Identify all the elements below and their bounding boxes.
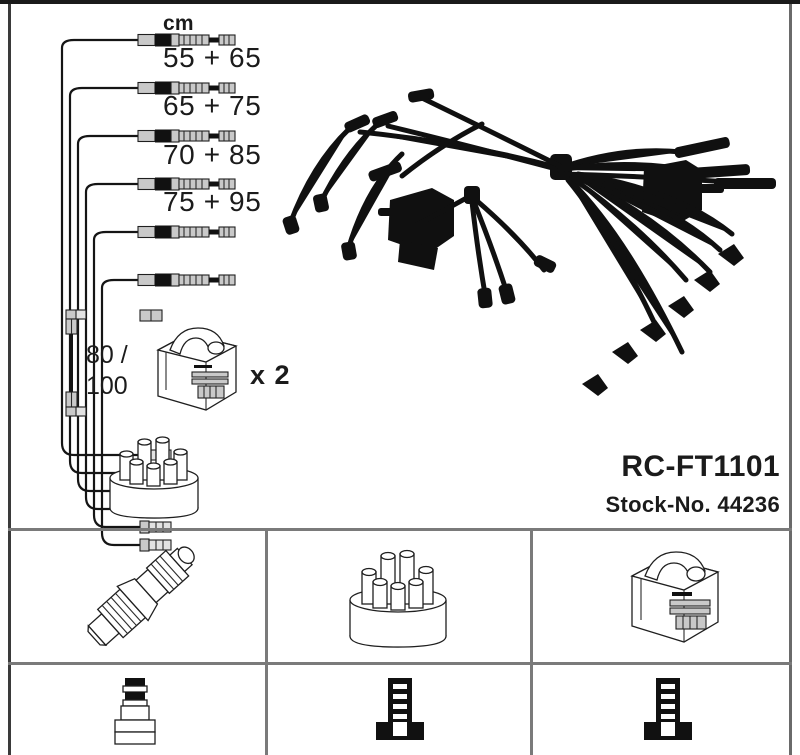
ignition-coil-icon — [630, 551, 720, 643]
distributor-cap-icon — [349, 549, 447, 648]
cable-length-1: 55 + 65 — [163, 42, 262, 73]
ignition-coil-icon — [156, 327, 238, 411]
spark-plug-icon — [87, 546, 195, 647]
cable-length-4: 75 + 95 — [163, 186, 262, 217]
ignition-cable-set-photo — [282, 88, 776, 396]
straight-terminal-icon — [376, 678, 424, 740]
sheet-left-border — [8, 4, 11, 755]
legend-vertical-divider-1 — [265, 528, 268, 755]
legend-top-divider — [8, 528, 792, 531]
short-cable-dimension-line-2: 100 — [86, 372, 128, 400]
coil-quantity-label: x 2 — [250, 360, 291, 390]
sheet-top-border — [0, 0, 800, 4]
cable-length-3: 70 + 85 — [163, 139, 262, 170]
rubber-boot-connector-icon — [114, 678, 156, 745]
product-code: RC-FT1101 — [621, 450, 780, 483]
cable-harness-schematic — [60, 32, 236, 552]
unit-header: cm — [163, 12, 194, 35]
cable-length-2: 65 + 75 — [163, 90, 262, 121]
short-cable-schematic — [65, 309, 87, 417]
sheet-right-border — [789, 4, 792, 755]
straight-terminal-icon — [644, 678, 692, 740]
legend-middle-divider — [8, 662, 792, 665]
legend-vertical-divider-2 — [530, 528, 533, 755]
short-cable-dimension-line-1: 80 / — [86, 341, 128, 369]
distributor-cap-icon — [109, 436, 199, 519]
stock-number: Stock-No. 44236 — [605, 492, 780, 517]
